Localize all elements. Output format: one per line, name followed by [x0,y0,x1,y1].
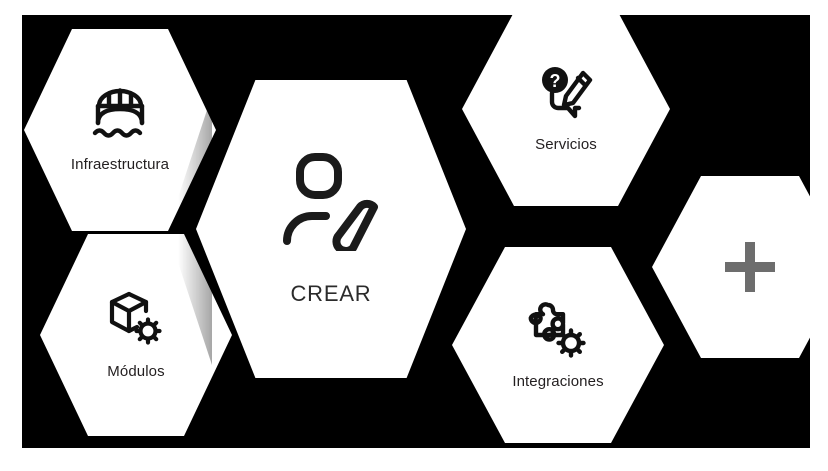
hex-label-integraciones: Integraciones [512,372,604,390]
svg-text:?: ? [550,71,561,91]
hex-tile-infraestructura[interactable]: Infraestructura [24,29,216,231]
hex-label-infraestructura: Infraestructura [70,155,170,173]
hex-label-crear: CREAR [290,281,372,306]
bridge-icon [89,87,151,142]
plus-icon [723,240,777,294]
chat-question-pencil-icon: ? [535,66,597,122]
person-edit-icon [279,151,383,251]
hex-label-servicios: Servicios [535,135,597,153]
hex-tile-crear[interactable]: CREAR [196,80,466,378]
hex-label-modulos: Módulos [107,362,165,380]
puzzle-gear-icon [527,301,589,359]
cube-gear-icon [106,291,166,349]
